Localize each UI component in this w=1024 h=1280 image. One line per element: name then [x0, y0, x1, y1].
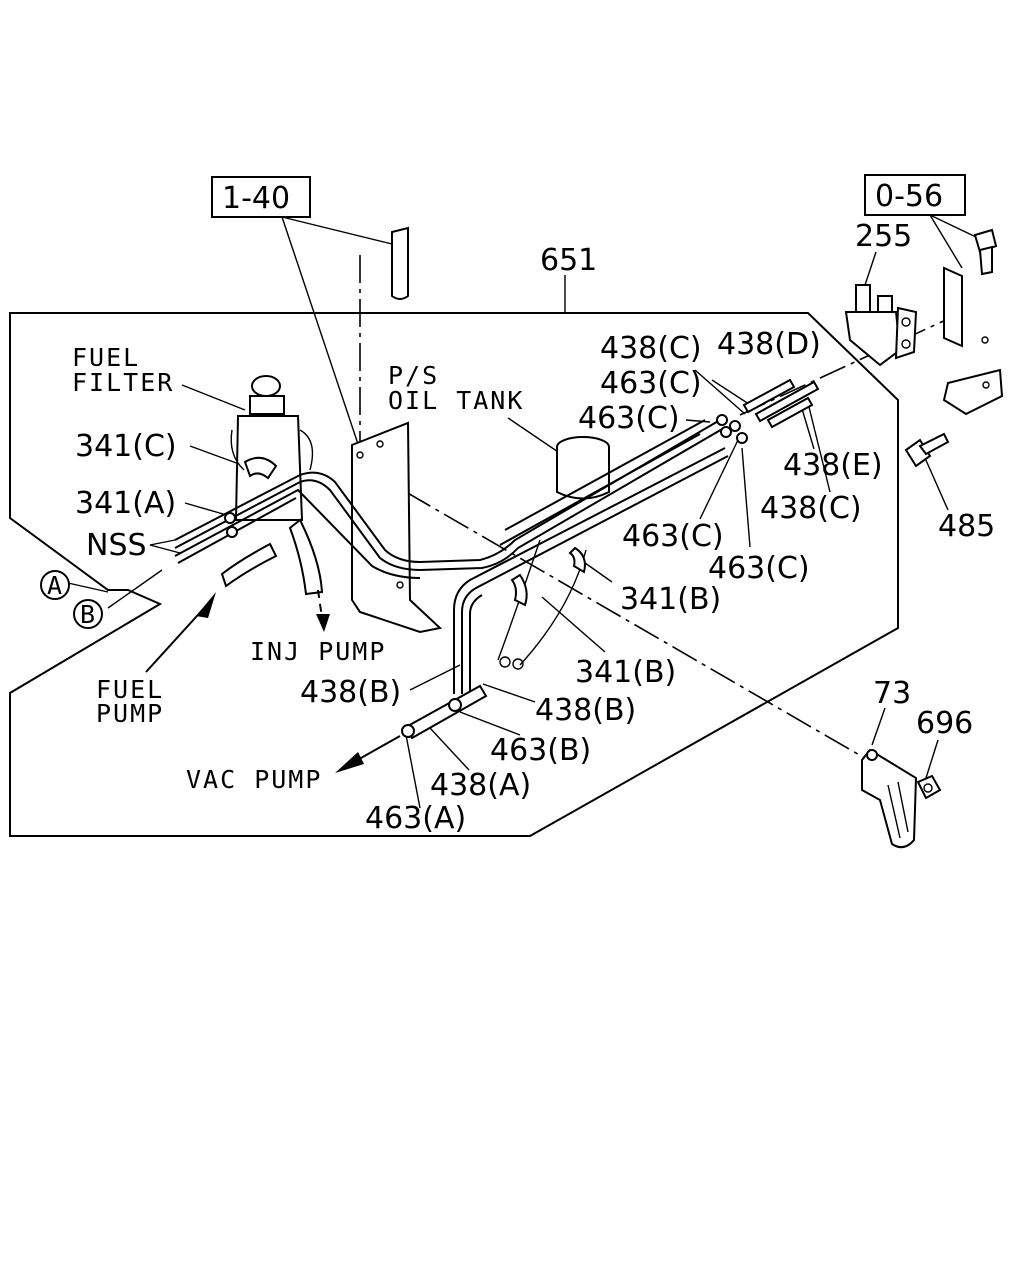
label-438c-1: 438(C) [600, 331, 702, 366]
label-vac-pump: VAC PUMP [186, 765, 322, 794]
label-nss: NSS [86, 528, 147, 563]
label-463c-1: 463(C) [600, 366, 702, 401]
pipe-bundle [174, 414, 748, 694]
label-438c-2: 438(C) [760, 491, 862, 526]
label-463c-2: 463(C) [578, 401, 680, 436]
label-463c-3: 463(C) [622, 519, 724, 554]
ref-box-1-40 [211, 176, 311, 218]
label-341c: 341(C) [75, 429, 177, 464]
label-ps-1: P/S [388, 361, 439, 390]
label-255: 255 [855, 219, 912, 254]
short-pipes [742, 378, 820, 429]
label-463c-4: 463(C) [708, 551, 810, 586]
label-fuel-pump-2: PUMP [96, 699, 164, 728]
clamp-73 [861, 748, 918, 849]
label-fuel-filter-1: FUEL [72, 343, 140, 372]
label-438a: 438(A) [430, 768, 531, 803]
label-463a: 463(A) [365, 801, 466, 836]
label-ps-2: OIL TANK [388, 386, 524, 415]
label-438b-1: 438(B) [300, 675, 401, 710]
label-485: 485 [938, 509, 995, 544]
label-73: 73 [873, 676, 911, 711]
label-438b-2: 438(B) [535, 693, 636, 728]
label-341b-1: 341(B) [620, 582, 721, 617]
stud-bracket [351, 226, 443, 634]
label-341b-2: 341(B) [575, 655, 676, 690]
label-fuel-filter-2: FILTER [72, 368, 174, 397]
labels: 1-40 0-56 651 255 FUEL FILTER P/S OIL TA… [47, 179, 995, 836]
label-651: 651 [540, 243, 597, 278]
ref-box-0-56 [864, 174, 966, 216]
circle-b [73, 599, 103, 629]
ref-1-40: 1-40 [222, 181, 290, 216]
fuel-filter [220, 375, 324, 596]
label-circle-b: B [80, 600, 97, 629]
label-438e: 438(E) [783, 448, 883, 483]
label-circle-a: A [47, 571, 64, 600]
label-fuel-pump-1: FUEL [96, 675, 164, 704]
label-463b: 463(B) [490, 733, 591, 768]
ps-oil-tank [497, 436, 610, 670]
nut-696 [916, 774, 942, 800]
label-438d: 438(D) [717, 327, 821, 362]
circle-a [40, 570, 70, 600]
valve-assembly [844, 266, 1004, 416]
vac-pump-arrow [335, 752, 364, 773]
label-inj-pump: INJ PUMP [250, 637, 386, 666]
label-341a: 341(A) [75, 486, 176, 521]
inj-pump-arrow [316, 614, 330, 632]
vac-pump-line [335, 684, 488, 773]
assembly-frame [9, 312, 899, 837]
label-696: 696 [916, 706, 973, 741]
ref-0-56: 0-56 [875, 179, 943, 214]
bolt [973, 228, 998, 276]
bolt-485 [904, 432, 950, 468]
